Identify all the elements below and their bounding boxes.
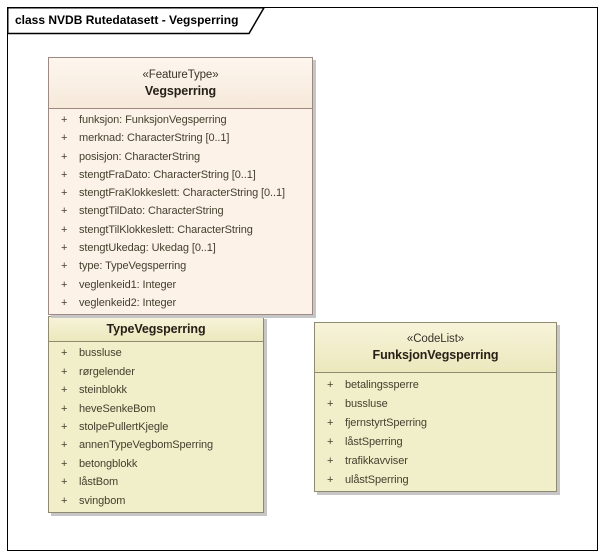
- class-vegsperring[interactable]: «FeatureType» Vegsperring + funksjon: Fu…: [48, 57, 313, 315]
- attribute-row: + stengtUkedag: Ukedag [0..1]: [49, 239, 312, 257]
- attribute-text: posisjon: CharacterString: [79, 150, 201, 163]
- attribute-row: + rørgelender: [49, 362, 263, 380]
- attribute-text: bussluse: [345, 397, 388, 410]
- class-vegsperring-attributes: + funksjon: FunksjonVegsperring + merkna…: [49, 109, 312, 314]
- frame-tab-shape: [7, 7, 266, 35]
- visibility-symbol: +: [327, 397, 334, 410]
- visibility-symbol: +: [61, 384, 68, 397]
- attribute-text: type: TypeVegsperring: [79, 260, 187, 273]
- attribute-text: stengtFraKlokkeslett: CharacterString [0…: [79, 187, 285, 200]
- class-name: Vegsperring: [144, 83, 217, 98]
- attribute-row: + annenTypeVegbomSperring: [49, 436, 263, 454]
- attribute-text: veglenkeid1: Integer: [79, 278, 177, 291]
- class-typevegsperring-attributes: + bussluse + rørgelender + steinblokk + …: [49, 342, 263, 512]
- attribute-row: + stolpePullertKjegle: [49, 418, 263, 436]
- attribute-text: steinblokk: [79, 384, 127, 397]
- attribute-text: fjernstyrtSperring: [345, 416, 427, 429]
- class-funksjonvegsperring-attributes: + betalingssperre + bussluse + fjernstyr…: [315, 373, 556, 491]
- visibility-symbol: +: [61, 402, 68, 415]
- visibility-symbol: +: [61, 365, 68, 378]
- visibility-symbol: +: [61, 439, 68, 452]
- attribute-row: + steinblokk: [49, 381, 263, 399]
- visibility-symbol: +: [327, 435, 334, 448]
- attribute-text: stengtFraDato: CharacterString [0..1]: [79, 168, 256, 181]
- attribute-row: + merknad: CharacterString [0..1]: [49, 129, 312, 147]
- attribute-row: + stengtTilDato: CharacterString: [49, 202, 312, 220]
- attribute-row: + posisjon: CharacterString: [49, 148, 312, 166]
- attribute-text: rørgelender: [79, 365, 135, 378]
- visibility-symbol: +: [61, 260, 68, 273]
- attribute-text: annenTypeVegbomSperring: [79, 439, 214, 452]
- visibility-symbol: +: [61, 150, 68, 163]
- attribute-row: + låstSperring: [315, 432, 556, 451]
- visibility-symbol: +: [61, 168, 68, 181]
- class-stereotype: «CodeList»: [406, 333, 465, 345]
- visibility-symbol: +: [61, 187, 68, 200]
- visibility-symbol: +: [327, 473, 334, 486]
- attribute-text: trafikkavviser: [345, 454, 408, 467]
- visibility-symbol: +: [61, 241, 68, 254]
- visibility-symbol: +: [61, 457, 68, 470]
- attribute-text: merknad: CharacterString [0..1]: [79, 132, 230, 145]
- visibility-symbol: +: [61, 132, 68, 145]
- frame-title: class NVDB Rutedatasett - Vegsperring: [15, 13, 239, 27]
- attribute-row: + bussluse: [315, 394, 556, 413]
- attribute-text: stengtTilKlokkeslett: CharacterString: [79, 223, 253, 236]
- attribute-text: stengtUkedag: Ukedag [0..1]: [79, 241, 216, 254]
- attribute-text: funksjon: FunksjonVegsperring: [79, 114, 227, 127]
- attribute-row: + låstBom: [49, 473, 263, 491]
- visibility-symbol: +: [61, 420, 68, 433]
- attribute-row: + svingbom: [49, 492, 263, 510]
- attribute-row: + trafikkavviser: [315, 451, 556, 470]
- visibility-symbol: +: [61, 205, 68, 218]
- attribute-text: svingbom: [79, 494, 126, 507]
- frame-title-tab: class NVDB Rutedatasett - Vegsperring: [7, 7, 267, 35]
- class-name: FunksjonVegsperring: [372, 348, 499, 362]
- class-vegsperring-header: «FeatureType» Vegsperring: [49, 58, 312, 109]
- attribute-text: veglenkeid2: Integer: [79, 296, 177, 309]
- attribute-row: + stengtFraDato: CharacterString [0..1]: [49, 166, 312, 184]
- attribute-text: låstBom: [79, 476, 119, 489]
- attribute-row: + bussluse: [49, 344, 263, 362]
- visibility-symbol: +: [61, 296, 68, 309]
- class-typevegsperring-header: TypeVegsperring: [49, 317, 263, 342]
- class-funksjonvegsperring[interactable]: «CodeList» FunksjonVegsperring + betalin…: [314, 322, 557, 492]
- attribute-row: + veglenkeid1: Integer: [49, 275, 312, 293]
- attribute-text: heveSenkeBom: [79, 402, 156, 415]
- attribute-text: låstSperring: [345, 435, 403, 448]
- attribute-text: ulåstSperring: [345, 473, 409, 486]
- attribute-row: + fjernstyrtSperring: [315, 413, 556, 432]
- attribute-row: + funksjon: FunksjonVegsperring: [49, 111, 312, 129]
- visibility-symbol: +: [327, 454, 334, 467]
- attribute-text: betalingssperre: [345, 378, 419, 391]
- attribute-row: + betalingssperre: [315, 375, 556, 394]
- visibility-symbol: +: [327, 416, 334, 429]
- attribute-row: + stengtFraKlokkeslett: CharacterString …: [49, 184, 312, 202]
- visibility-symbol: +: [61, 223, 68, 236]
- visibility-symbol: +: [61, 278, 68, 291]
- visibility-symbol: +: [327, 378, 334, 391]
- class-stereotype: «FeatureType»: [142, 68, 219, 81]
- attribute-row: + stengtTilKlokkeslett: CharacterString: [49, 221, 312, 239]
- attribute-text: stolpePullertKjegle: [79, 420, 169, 433]
- visibility-symbol: +: [61, 347, 68, 360]
- attribute-row: + type: TypeVegsperring: [49, 257, 312, 275]
- attribute-row: + betongblokk: [49, 455, 263, 473]
- class-funksjonvegsperring-header: «CodeList» FunksjonVegsperring: [315, 323, 556, 373]
- visibility-symbol: +: [61, 476, 68, 489]
- attribute-row: + heveSenkeBom: [49, 399, 263, 417]
- attribute-text: betongblokk: [79, 457, 138, 470]
- attribute-row: + veglenkeid2: Integer: [49, 294, 312, 312]
- visibility-symbol: +: [61, 114, 68, 127]
- attribute-text: stengtTilDato: CharacterString: [79, 205, 224, 218]
- attribute-row: + ulåstSperring: [315, 470, 556, 489]
- class-name: TypeVegsperring: [106, 322, 206, 336]
- visibility-symbol: +: [61, 494, 68, 507]
- attribute-text: bussluse: [79, 347, 122, 360]
- class-typevegsperring[interactable]: TypeVegsperring + bussluse + rørgelender…: [48, 316, 264, 513]
